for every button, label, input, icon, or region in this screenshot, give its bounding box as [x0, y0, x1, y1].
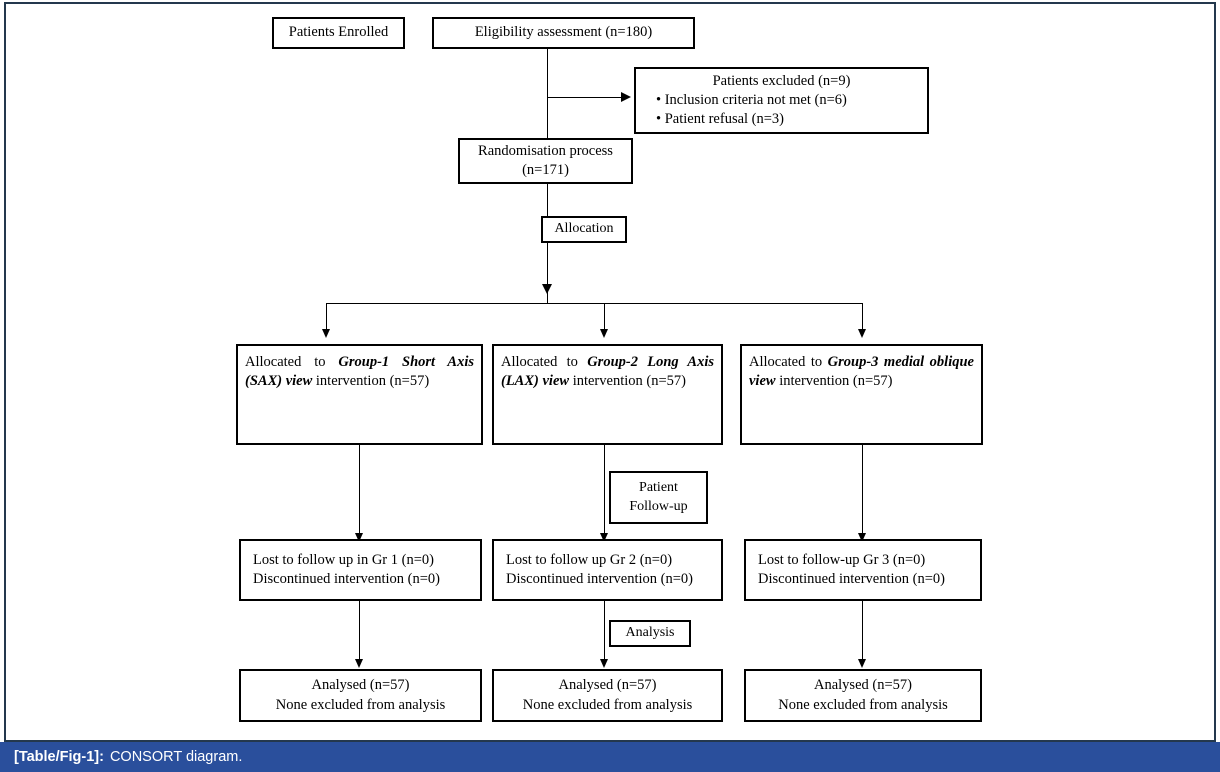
connector-group-2-followup-to-analysed — [604, 601, 605, 664]
node-patients-enrolled: Patients Enrolled — [272, 17, 405, 49]
analysed-group-2-line-2: None excluded from analysis — [522, 696, 693, 713]
connector-eligibility-to-excluded — [547, 97, 622, 98]
node-patients-excluded: Patients excluded (n=9) • Inclusion crit… — [634, 67, 929, 134]
figure-caption: [Table/Fig-1]: CONSORT diagram. — [0, 742, 1220, 772]
arrow-group-3-alloc-icon — [858, 329, 866, 338]
caption-text: CONSORT diagram. — [109, 749, 243, 765]
node-allocated-group-2: Allocated to Group-2 Long Axis (LAX) vie… — [492, 344, 723, 445]
connector-split-to-group-2 — [604, 303, 605, 333]
analysed-group-2-line-1: Analysed (n=57) — [558, 677, 657, 694]
followup-label-line-1: Patient — [639, 480, 678, 496]
allocated-pre-group-3: Allocated to — [749, 354, 828, 370]
node-allocation-label: Allocation — [541, 216, 627, 243]
allocated-emphasis-group-2: Group-2 Long Axis (LAX) view — [501, 354, 714, 390]
node-allocated-group-1: Allocated to Group-1 Short Axis (SAX) vi… — [236, 344, 483, 445]
arrow-to-excluded-icon — [621, 92, 631, 102]
followup-group-3-line-1: Lost to follow-up Gr 3 (n=0) — [758, 551, 926, 568]
node-eligibility-assessment: Eligibility assessment (n=180) — [432, 17, 695, 49]
followup-group-2-line-1: Lost to follow up Gr 2 (n=0) — [506, 551, 673, 568]
node-followup-label: Patient Follow-up — [609, 471, 708, 524]
allocated-pre-group-1: Allocated to — [245, 354, 339, 370]
allocated-text-group-2: Allocated to Group-2 Long Axis (LAX) vie… — [501, 353, 714, 391]
followup-group-1-line-2: Discontinued intervention (n=0) — [253, 571, 440, 587]
analysed-group-3-line-2: None excluded from analysis — [778, 696, 948, 713]
analysed-group-1-line-2: None excluded from analysis — [275, 696, 446, 713]
node-analysis-label: Analysis — [609, 620, 691, 647]
allocated-text-group-1: Allocated to Group-1 Short Axis (SAX) vi… — [245, 353, 474, 391]
connector-eligibility-to-randomisation — [547, 49, 548, 138]
excluded-item-0: • Inclusion criteria not met (n=6) — [656, 91, 847, 108]
connector-group-1-alloc-to-followup — [359, 445, 360, 539]
arrow-group-1-alloc-icon — [322, 329, 330, 338]
connector-group-3-alloc-to-followup — [862, 445, 863, 539]
node-randomisation: Randomisation process (n=171) — [458, 138, 633, 184]
arrow-group-1-analysed-icon — [355, 659, 363, 668]
allocated-post-group-1: intervention (n=57) — [312, 373, 430, 390]
connector-group-3-followup-to-analysed — [862, 601, 863, 664]
followup-group-2-line-2: Discontinued intervention (n=0) — [506, 571, 693, 587]
connector-group-1-followup-to-analysed — [359, 601, 360, 664]
connector-split-to-group-3 — [862, 303, 863, 333]
node-followup-group-2: Lost to follow up Gr 2 (n=0) Discontinue… — [492, 539, 723, 601]
allocated-text-group-3: Allocated to Group-3 medial oblique view… — [749, 353, 974, 391]
allocated-emphasis-group-3: Group-3 medial oblique view — [749, 354, 974, 390]
connector-group-2-alloc-to-followup — [604, 445, 605, 539]
node-allocated-group-3: Allocated to Group-3 medial oblique view… — [740, 344, 983, 445]
connector-split-to-group-1 — [326, 303, 327, 333]
analysed-group-1-line-1: Analysed (n=57) — [311, 677, 410, 694]
node-analysed-group-1: Analysed (n=57) None excluded from analy… — [239, 669, 482, 722]
randomisation-line-2: (n=171) — [522, 162, 569, 178]
node-followup-group-3: Lost to follow-up Gr 3 (n=0) Discontinue… — [744, 539, 982, 601]
arrow-group-1-followup-icon — [355, 533, 363, 542]
node-followup-group-1: Lost to follow up in Gr 1 (n=0) Disconti… — [239, 539, 482, 601]
followup-group-3-line-2: Discontinued intervention (n=0) — [758, 571, 945, 587]
arrow-group-3-followup-icon — [858, 533, 866, 542]
allocated-emphasis-group-1: Group-1 Short Axis (SAX) view — [245, 354, 474, 390]
allocated-post-group-3: intervention (n=57) — [775, 373, 893, 390]
node-analysed-group-3: Analysed (n=57) None excluded from analy… — [744, 669, 982, 722]
connector-randomisation-down — [547, 184, 548, 303]
arrow-group-2-followup-icon — [600, 533, 608, 542]
followup-group-1-line-1: Lost to follow up in Gr 1 (n=0) — [253, 551, 434, 568]
excluded-title: Patients excluded (n=9) — [712, 72, 851, 89]
allocated-pre-group-2: Allocated to — [501, 354, 588, 370]
arrow-randomisation-down-icon — [542, 284, 552, 294]
randomisation-line-1: Randomisation process — [478, 142, 613, 159]
arrow-group-2-analysed-icon — [600, 659, 608, 668]
arrow-group-3-analysed-icon — [858, 659, 866, 668]
allocation-label-text: Allocation — [554, 221, 614, 237]
connector-split-bar — [326, 303, 862, 304]
node-analysed-group-2: Analysed (n=57) None excluded from analy… — [492, 669, 723, 722]
arrow-group-2-alloc-icon — [600, 329, 608, 338]
analysed-group-3-line-1: Analysed (n=57) — [814, 677, 912, 694]
diagram-canvas: Patients Enrolled Eligibility assessment… — [236, 17, 983, 722]
eligibility-label: Eligibility assessment (n=180) — [474, 24, 653, 41]
allocated-post-group-2: intervention (n=57) — [569, 373, 686, 390]
caption-tag: [Table/Fig-1]: — [14, 749, 104, 765]
followup-label-line-2: Follow-up — [629, 498, 688, 514]
analysis-label-text: Analysis — [625, 625, 675, 641]
patients-enrolled-label: Patients Enrolled — [288, 24, 389, 41]
excluded-item-1: • Patient refusal (n=3) — [656, 111, 785, 128]
